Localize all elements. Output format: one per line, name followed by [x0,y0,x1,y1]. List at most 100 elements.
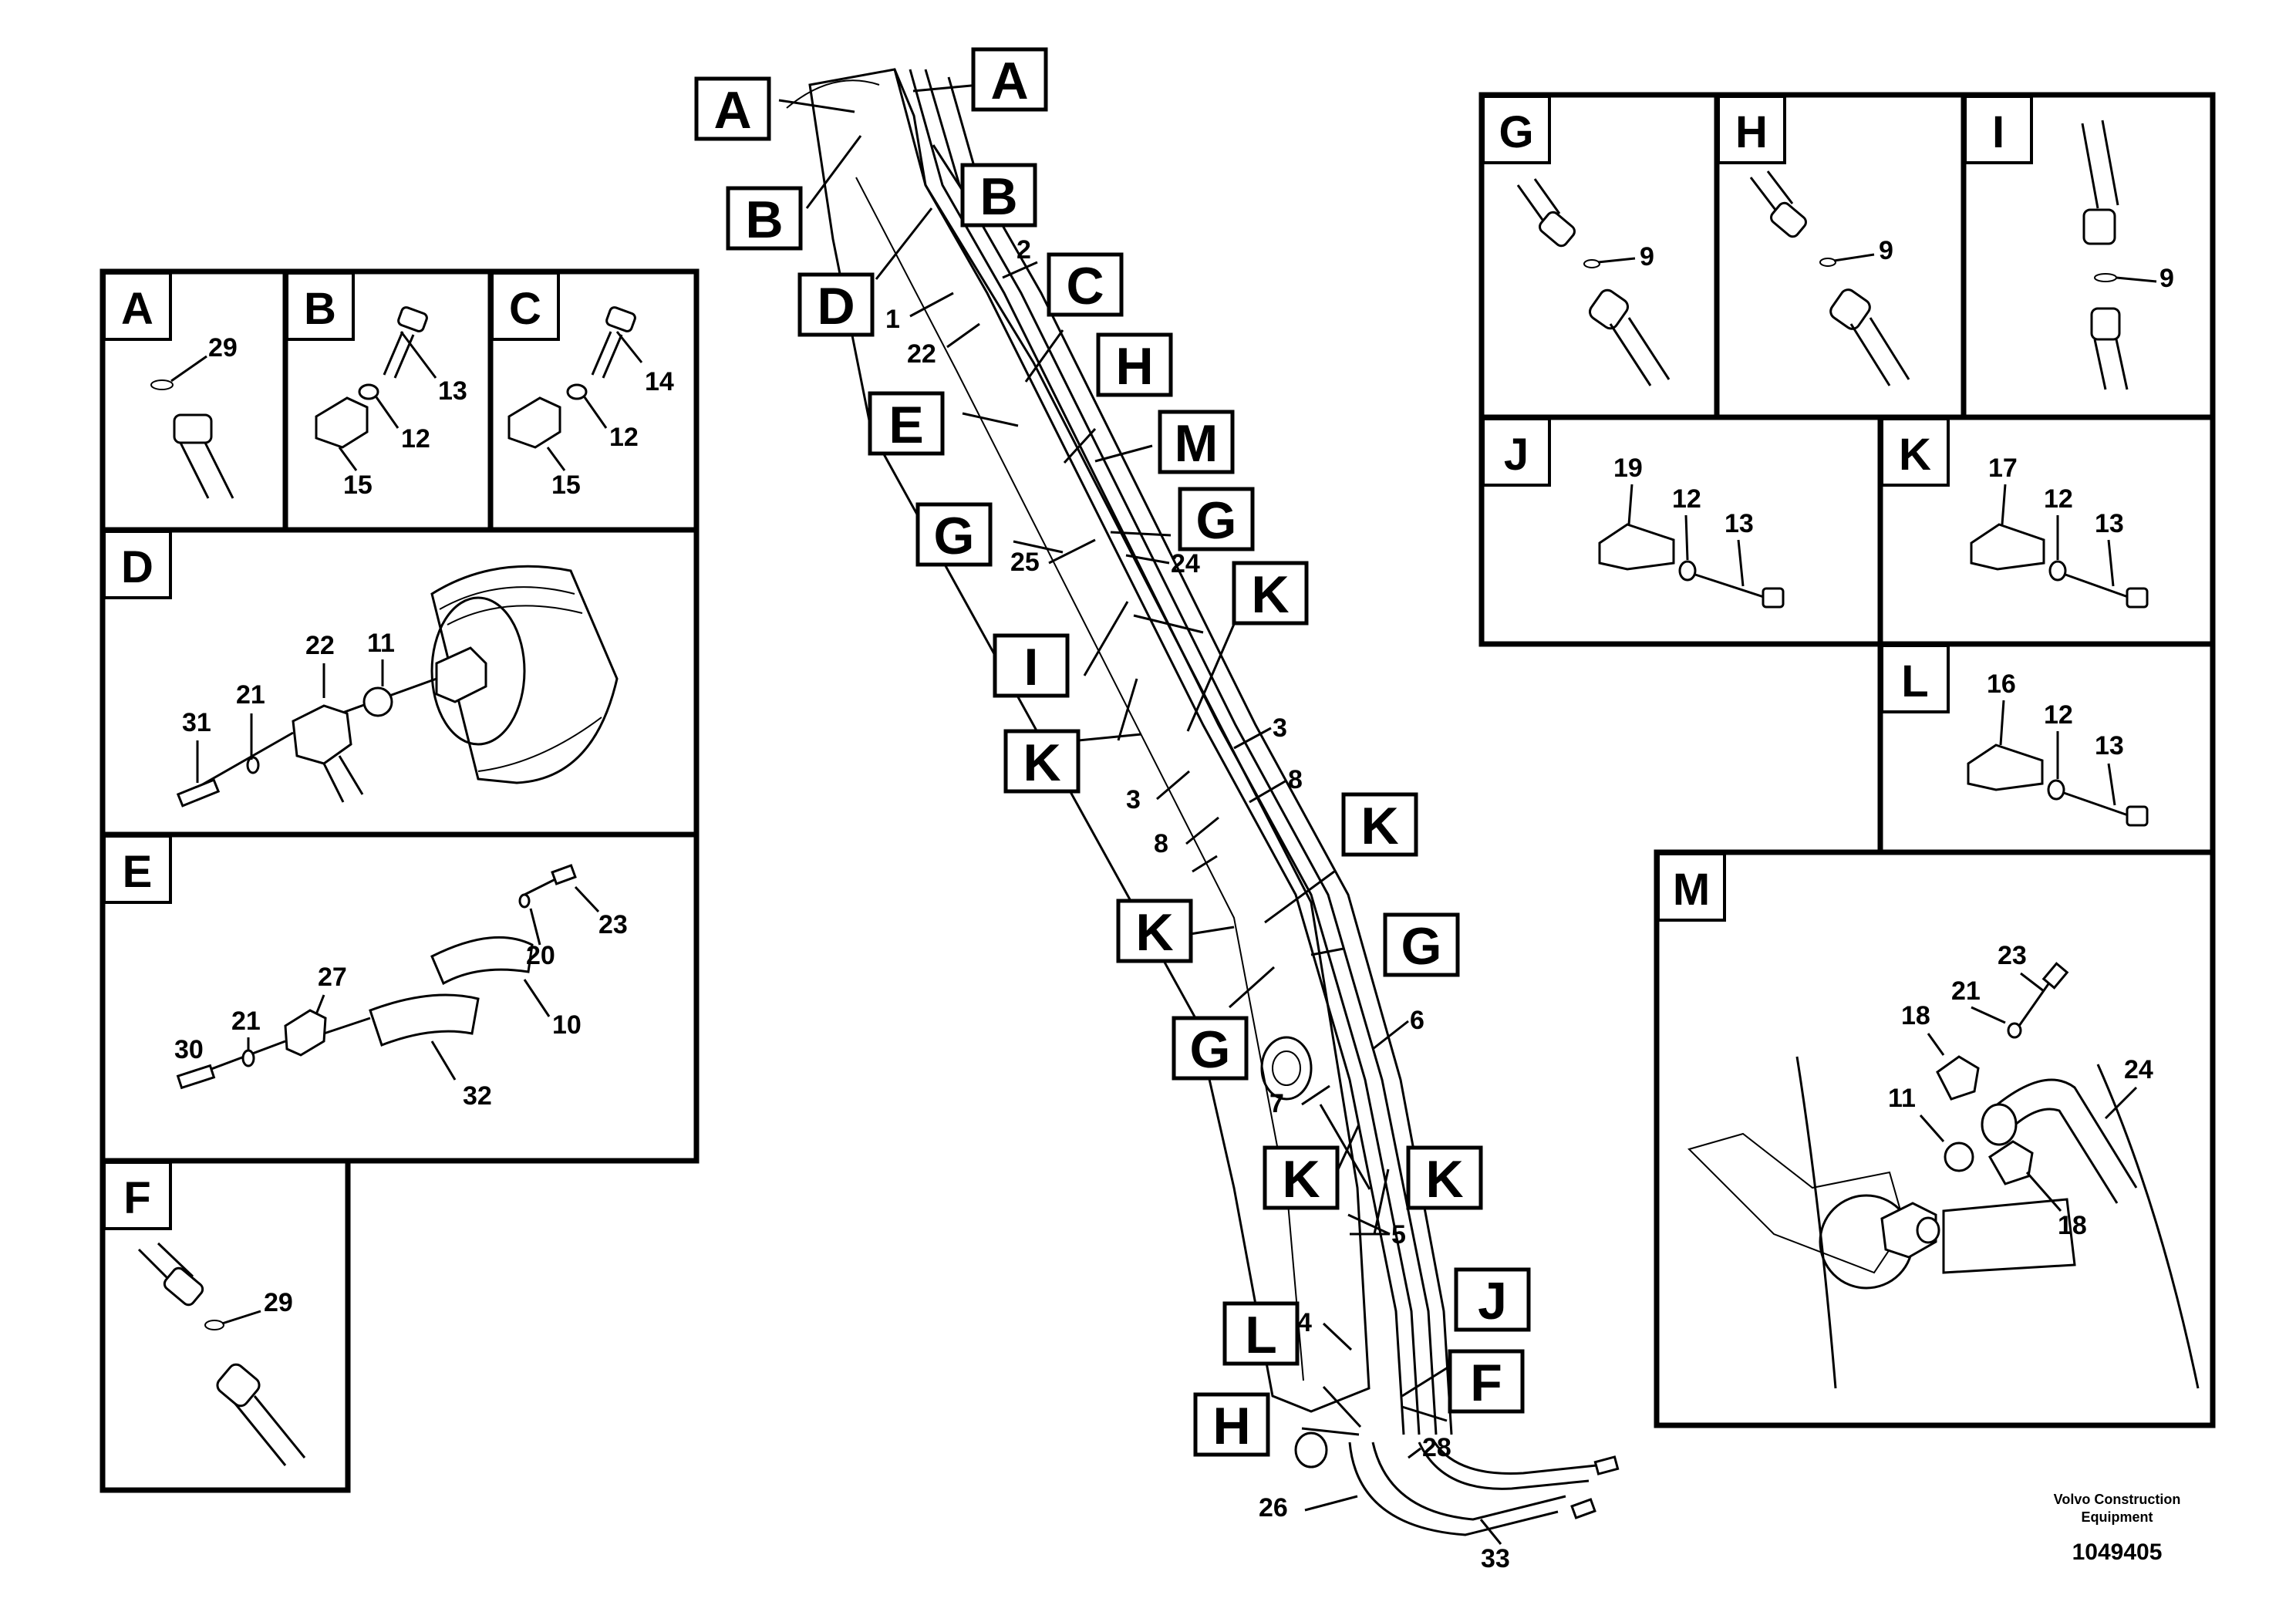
panel-frame-f [99,1158,351,1493]
svg-text:K: K [1425,1150,1463,1209]
callout-g-left-mid: G [1172,1016,1249,1081]
callout-k-2: K [1003,729,1081,794]
detail-j: J 19 12 13 [1482,417,1785,609]
part-number-9-h: 9 [1879,236,1893,265]
boom-callouts: A A B B D C H E M G G K I K K K G G K K … [694,47,1531,1457]
part-number-21-m: 21 [1951,976,1981,1006]
part-number-8-lower: 8 [1154,829,1168,858]
part-number-32: 32 [463,1081,492,1111]
callout-g-right-top: G [1178,487,1255,551]
panel-frame-abc [99,268,700,533]
part-number-21-d: 21 [236,680,265,710]
part-number-20: 20 [526,941,555,970]
detail-label-e: E [123,847,153,897]
svg-text:J: J [1478,1272,1507,1330]
part-number-3-lower: 3 [1126,785,1141,814]
svg-text:F: F [1470,1354,1502,1412]
part-number-33: 33 [1481,1544,1510,1573]
part-number-24: 24 [1171,549,1200,578]
part-number-29: 29 [208,333,238,363]
callout-j: J [1454,1267,1531,1332]
document-number: 1049405 [2072,1539,2163,1565]
callout-m: M [1158,410,1235,474]
part-number-10: 10 [552,1010,582,1040]
detail-label-a: A [121,284,153,334]
part-number-12-b: 12 [401,424,430,454]
svg-text:C: C [1066,257,1104,315]
part-number-12-l: 12 [2044,700,2073,730]
footer: Volvo Construction Equipment 1049405 [2054,1492,2181,1565]
svg-text:G: G [1190,1020,1231,1079]
part-number-1: 1 [885,305,900,334]
detail-d: D 22 11 21 31 [103,530,619,808]
detail-label-f: F [123,1173,150,1223]
part-number-24-m: 24 [2124,1055,2153,1084]
part-number-23-m: 23 [1998,941,2027,970]
panel-frame-ghi [1478,92,2216,420]
callout-h-top: H [1096,332,1173,397]
detail-c: C 14 12 15 [491,271,674,500]
svg-text:A: A [990,52,1028,110]
callout-g-left-top: G [915,502,993,567]
detail-label-g: G [1499,107,1533,157]
svg-text:K: K [1023,733,1060,792]
callout-i: I [993,633,1070,698]
part-number-29-f: 29 [264,1288,293,1317]
detail-label-m: M [1673,865,1710,915]
part-number-5: 5 [1391,1220,1406,1249]
part-number-8-upper: 8 [1288,765,1303,794]
part-number-18-m-bottom: 18 [2058,1211,2087,1240]
part-number-12-j: 12 [1672,484,1701,514]
callout-k-6: K [1406,1145,1483,1210]
svg-text:E: E [888,396,923,454]
detail-m: M 23 21 18 11 24 18 [1657,852,2200,1389]
detail-label-b: B [304,284,336,334]
detail-g: G 9 [1482,95,1671,386]
part-number-25: 25 [1010,548,1040,577]
detail-f: F 29 [103,1161,306,1466]
part-number-18-m-top: 18 [1901,1001,1930,1030]
part-number-22-d: 22 [305,631,335,660]
part-number-12-c: 12 [609,423,639,452]
part-number-14: 14 [645,367,674,396]
callout-d: D [797,272,875,337]
part-number-21-e: 21 [231,1007,261,1036]
part-number-9-g: 9 [1640,242,1654,271]
svg-text:K: K [1251,565,1289,624]
panel-frame-e [99,831,700,1164]
svg-text:M: M [1175,414,1219,473]
callout-b-left: B [726,186,803,251]
part-number-12-k: 12 [2044,484,2073,514]
svg-text:K: K [1135,903,1173,962]
part-number-11-m: 11 [1888,1084,1916,1113]
svg-text:L: L [1245,1306,1277,1364]
detail-label-i: I [1992,107,2004,157]
part-number-27: 27 [318,963,347,992]
svg-text:B: B [745,191,783,249]
detail-a: A 29 [103,271,238,499]
callout-k-3: K [1341,792,1418,857]
detail-i: I 9 [1964,95,2174,390]
part-number-31: 31 [182,708,211,737]
detail-label-k: K [1899,430,1931,480]
part-number-30: 30 [174,1035,204,1064]
part-number-13-j: 13 [1725,509,1754,538]
part-number-9-i: 9 [2159,264,2174,293]
callout-f: F [1448,1349,1525,1414]
part-number-2: 2 [1017,235,1031,265]
detail-h: H 9 [1717,95,1910,386]
part-number-13-b: 13 [438,376,467,406]
svg-text:A: A [713,81,751,140]
part-number-13-k: 13 [2095,509,2124,538]
detail-e: E 27 21 30 32 10 20 23 [103,835,628,1111]
company-name-line2: Equipment [2082,1509,2153,1525]
part-number-22: 22 [907,339,936,369]
part-number-15-c: 15 [551,470,581,500]
part-number-4: 4 [1297,1308,1312,1337]
detail-label-h: H [1735,107,1768,157]
svg-text:K: K [1360,797,1398,855]
svg-text:D: D [817,277,855,336]
svg-text:G: G [1401,917,1442,976]
callout-a-left: A [694,76,771,141]
